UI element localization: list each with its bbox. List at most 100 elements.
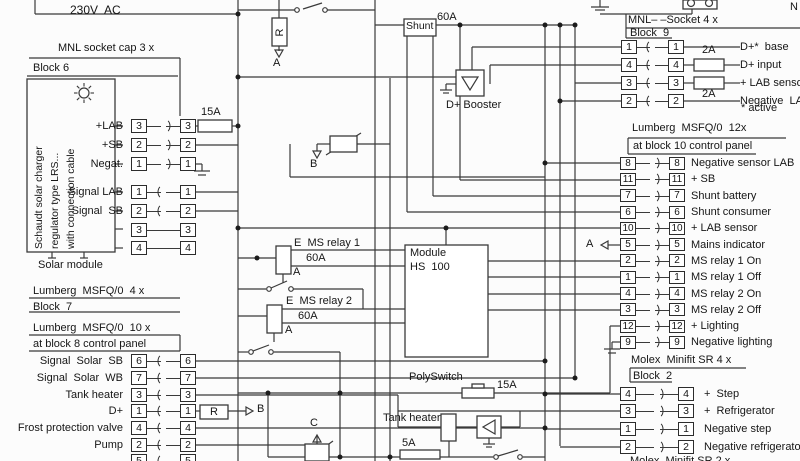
connector-arc-icon [157, 203, 170, 219]
socket-cap-header: MNL socket cap 3 x [58, 42, 155, 54]
plug-socket-joint [636, 439, 678, 455]
pin-label: + LAB sensor [691, 222, 758, 235]
pin-box: 1 [131, 185, 147, 200]
connector-arc-icon [646, 253, 659, 269]
connector-arc-icon [646, 93, 659, 109]
connector-row: 3 3 + Refrigerator [620, 403, 800, 421]
fuse-2a-bottom-label: 2A [702, 88, 716, 100]
connector-row: 12 12 + Lighting [620, 318, 794, 334]
connector-row: 4 4 D+ input [621, 56, 800, 74]
relay1-title: E MS relay 1 [294, 237, 361, 249]
connector-row: 10 10 + LAB sensor [620, 220, 794, 236]
shunt-amps: 60A [437, 11, 457, 23]
pin-box: 8 [620, 156, 636, 170]
pin-box: 3 [180, 118, 196, 133]
pin-box: 6 [180, 354, 196, 369]
pin-box: 3 [668, 76, 684, 90]
connector-row: D+ 1 1 [16, 403, 196, 420]
plug-socket-joint [147, 387, 180, 403]
pin-label: Tank heater [65, 388, 123, 401]
block2-header: Molex Minifit SR 4 x [631, 354, 732, 366]
relay2-amps: 60A [298, 310, 318, 322]
pin-box: 2 [678, 439, 694, 454]
plug-socket-joint [147, 241, 180, 255]
polyswitch-label: PolySwitch [409, 371, 463, 383]
pin-box: 1 [180, 156, 196, 171]
connector-arc-icon [157, 420, 170, 436]
connector-arc-icon [157, 403, 170, 419]
shunt-label: Shunt [406, 20, 434, 32]
pin-box: 10 [669, 221, 685, 235]
pin-box: 2 [620, 254, 636, 268]
connector-arc-icon [157, 184, 170, 200]
ref-a-right: A [586, 238, 594, 250]
pin-label: Mains indicator [691, 238, 765, 251]
plug-socket-joint [636, 386, 678, 402]
pin-box: 4 [621, 58, 637, 72]
ref-c: C [310, 417, 318, 429]
pin-box: 1 [620, 421, 636, 436]
pin-label: Shunt battery [691, 189, 757, 202]
pin-box: 3 [180, 387, 196, 402]
pin-box: 2 [668, 94, 684, 108]
plug-socket-joint [147, 223, 180, 237]
pin-box: 1 [131, 156, 147, 171]
relay2-title: E MS relay 2 [286, 295, 353, 307]
pin-label: Negative sensor LAB [691, 157, 795, 170]
connector-row: 3 3 [46, 220, 196, 239]
connector-arc-icon [157, 453, 170, 461]
pin-box: 1 [180, 404, 196, 419]
block9-header: MNL– –Socket 4 x [628, 14, 718, 26]
plug-socket-joint [637, 93, 668, 109]
plug-socket-joint [637, 75, 668, 91]
pin-box: 3 [620, 404, 636, 419]
connector-arc-icon [646, 302, 659, 318]
plug-socket-joint [636, 155, 669, 171]
pin-box: 2 [180, 204, 196, 219]
plug-socket-joint [637, 57, 668, 73]
booster-label: D+ Booster [446, 99, 502, 111]
plug-socket-joint [636, 188, 669, 204]
pin-box: 4 [131, 421, 147, 436]
pin-box: 3 [678, 404, 694, 419]
connector-row: 3 3 + LAB sensor [621, 74, 800, 92]
pin-box: 7 [180, 371, 196, 386]
pin-box: 11 [620, 172, 636, 186]
pin-label: D+* base [740, 41, 789, 53]
pin-label: +SB [101, 138, 123, 151]
pin-box: 1 [669, 270, 685, 284]
pin-box: 12 [620, 319, 636, 333]
pin-box: 4 [180, 421, 196, 436]
mains-voltage-label: 230V AC [70, 3, 121, 17]
ref-a-top: A [273, 57, 281, 69]
pin-box: 3 [669, 303, 685, 317]
block6-upper-rows: +LAB 3 3 +SB 2 2 Negat. 1 1 [46, 116, 196, 173]
pin-box: 2 [621, 94, 637, 108]
pin-box: 3 [131, 222, 147, 237]
pin-label: + Lighting [691, 320, 740, 333]
pin-label: Signal LAB [68, 186, 123, 199]
ref-b-left: B [257, 403, 265, 415]
pin-box: 12 [669, 319, 685, 333]
pin-box: 1 [131, 404, 147, 419]
sun-icon [78, 87, 90, 99]
plug-socket-joint [636, 220, 669, 236]
pin-box: 7 [669, 189, 685, 203]
pin-box: 11 [669, 172, 685, 186]
plug-socket-joint [147, 137, 180, 152]
block8-rows: Signal Solar SB 6 6 Signal Solar WB 7 7 … [16, 353, 196, 461]
connector-row: +SB 2 2 [46, 135, 196, 154]
pin-label: + Refrigerator [704, 405, 775, 418]
plug-socket-joint [147, 370, 180, 386]
connector-row: Signal LAB 1 1 [46, 183, 196, 202]
pin-box: 6 [131, 354, 147, 369]
block9-rows: 1 1 D+* base 4 4 D+ input 3 3 + LAB sens… [621, 38, 800, 110]
pin-label: Negative LAB [740, 95, 800, 107]
block10-subheader: at block 10 control panel [633, 140, 753, 152]
connector-row: 2 2 Negative refrigerator [620, 438, 800, 456]
connector-arc-icon [157, 387, 170, 403]
block8-header: Lumberg MSFQ/0 10 x [33, 322, 151, 334]
pin-label: +LAB [95, 119, 123, 132]
connector-row: Signal Solar WB 7 7 [16, 370, 196, 387]
